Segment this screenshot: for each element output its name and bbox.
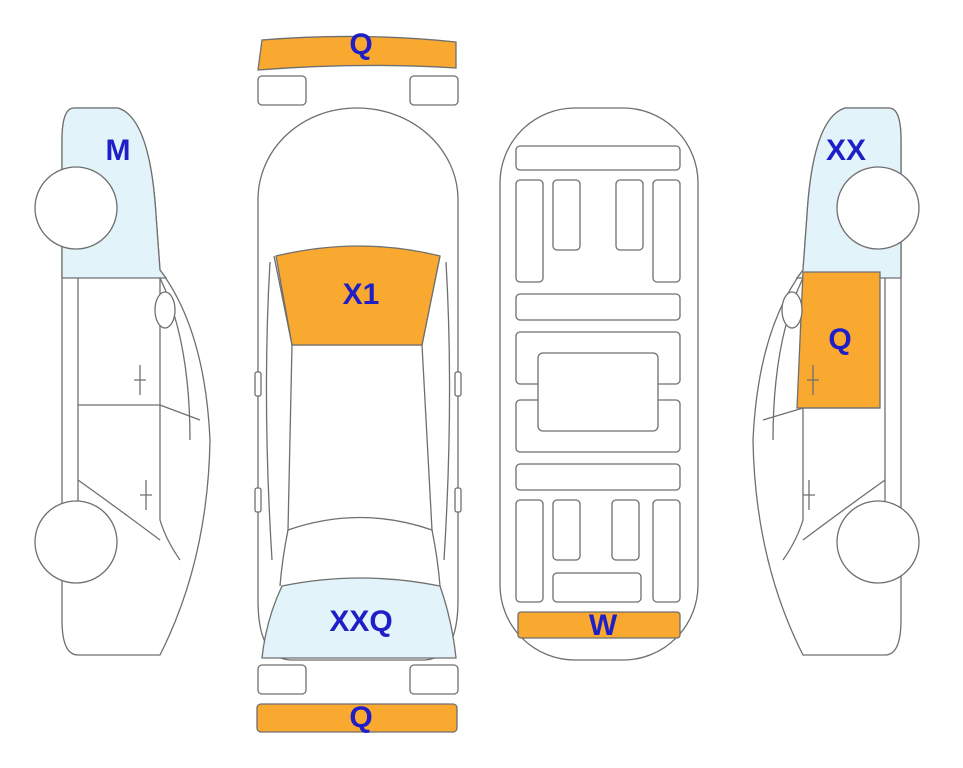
left-front-fender-label: M <box>106 134 131 167</box>
left-rear-wheel <box>34 500 118 584</box>
top-view-body <box>257 107 459 661</box>
underbody-front-left-inner <box>552 179 581 251</box>
top-view-roof <box>287 344 433 531</box>
left-front-door-handle <box>134 365 146 395</box>
rear-window-label: XXQ <box>329 605 392 638</box>
right-front-door-handle <box>807 365 819 395</box>
underbody-front-right-inner <box>615 179 644 251</box>
right-side-view: XX Q <box>752 107 920 656</box>
top-view-right-mirror <box>454 371 462 397</box>
left-side-view: M <box>34 107 211 656</box>
underbody-floor-center <box>537 352 659 432</box>
rear-bumper-label: Q <box>349 701 372 734</box>
right-front-door-label: Q <box>828 323 851 356</box>
underbody-rear-label: W <box>589 609 618 642</box>
right-side-window-line <box>782 408 804 561</box>
front-left-headlight <box>257 75 307 106</box>
rear-left-taillight <box>257 664 307 695</box>
underbody-spare-tire-well <box>552 572 642 603</box>
top-view-right-rear-handle <box>454 487 462 513</box>
top-view: X1 XXQ <box>254 107 462 661</box>
underbody-rear-zone[interactable] <box>517 611 681 639</box>
underbody-rear-crossmember <box>515 463 681 491</box>
top-view-rear-right-pillar <box>431 529 441 587</box>
underbody-rear-right-inner <box>611 499 640 561</box>
front-bumper-label: Q <box>349 28 372 61</box>
rear-right-taillight <box>409 664 459 695</box>
rear-bumper-zone[interactable] <box>256 703 458 733</box>
underbody-mid-crossmember <box>515 293 681 321</box>
windshield-zone[interactable] <box>275 245 441 346</box>
front-right-headlight <box>409 75 459 106</box>
right-rear-wheel <box>836 500 920 584</box>
top-view-left-rear-handle <box>254 487 262 513</box>
right-front-fender-label: XX <box>826 134 866 167</box>
left-side-door-rear <box>77 479 161 541</box>
right-rear-door-handle <box>803 480 815 510</box>
underbody-front-right-rail <box>652 179 681 283</box>
underbody-front-left-rail <box>515 179 544 283</box>
front-view: Q <box>257 28 459 106</box>
front-bumper-zone[interactable] <box>257 35 457 71</box>
left-side-window-line <box>159 278 181 561</box>
rear-window-zone[interactable] <box>261 577 457 659</box>
underbody-rear-right-rail <box>652 499 681 603</box>
underbody-front-crossmember <box>515 145 681 171</box>
windshield-label: X1 <box>343 278 380 311</box>
right-front-wheel <box>836 166 920 250</box>
rear-view: Q <box>256 664 459 734</box>
underbody-view: W <box>499 107 699 661</box>
top-view-left-side-glass <box>265 261 273 561</box>
left-front-wheel <box>34 166 118 250</box>
underbody-rear-left-inner <box>552 499 581 561</box>
top-view-left-mirror <box>254 371 262 397</box>
left-rear-door-handle <box>140 480 152 510</box>
left-side-mirror <box>154 291 176 329</box>
top-view-right-side-glass <box>443 261 451 561</box>
underbody-rear-left-rail <box>515 499 544 603</box>
top-view-rear-left-pillar <box>279 529 289 587</box>
right-side-mirror <box>781 291 803 329</box>
right-side-door-rear <box>802 479 886 541</box>
